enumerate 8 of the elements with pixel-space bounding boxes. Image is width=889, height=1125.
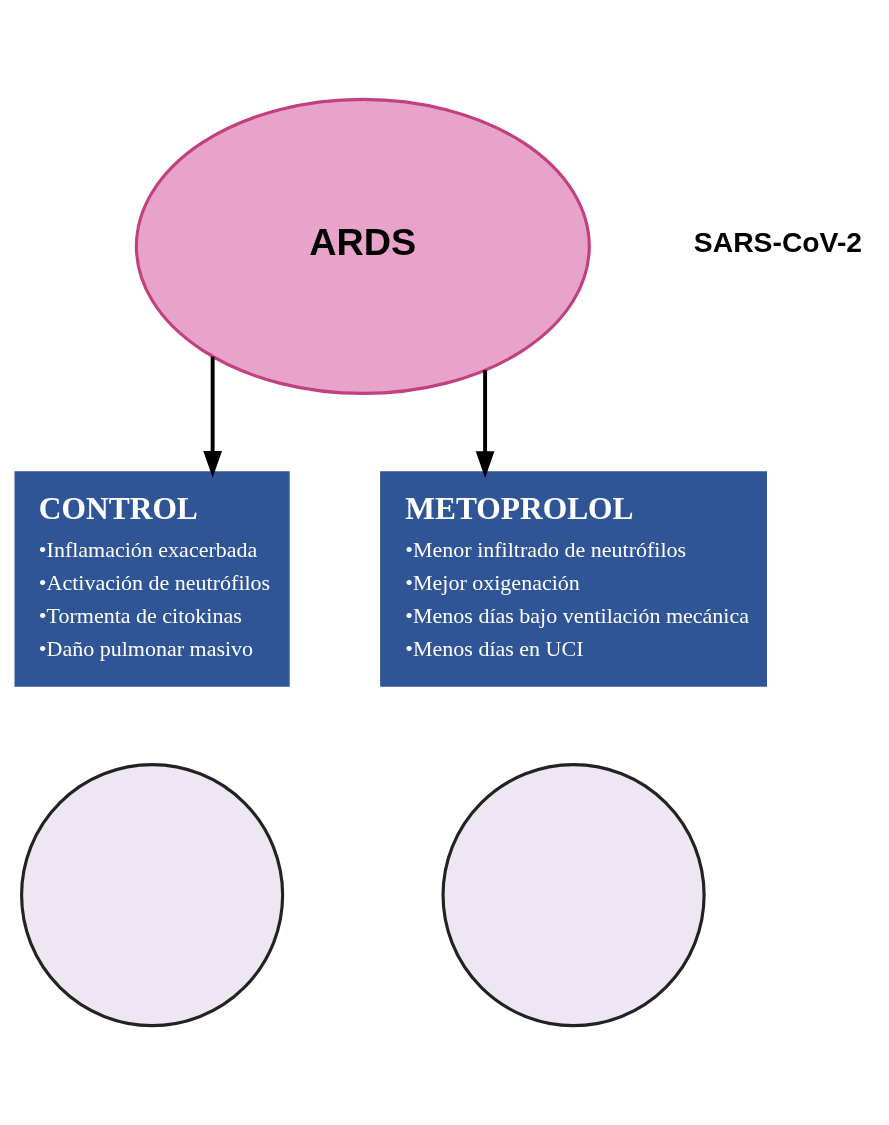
- node-circle: [440, 763, 706, 1028]
- label: SARS-CoV-2: [693, 225, 862, 258]
- node-box: CONTROL •Inflamación exacerbada •Activación de neutrófilos •Tormenta de citokinas •Daño pulmonar masivo: [14, 471, 290, 687]
- node-ellipse: ARDS: [134, 97, 591, 396]
- arrow: [475, 370, 494, 478]
- node-circle: [19, 763, 284, 1028]
- arrow: [202, 356, 222, 478]
- node-box: METOPROLOL •Menor infiltrado de neutrófilos •Mejor oxigenación •Menos días bajo ventilación mecánica •Menos días en UCI: [379, 471, 767, 687]
